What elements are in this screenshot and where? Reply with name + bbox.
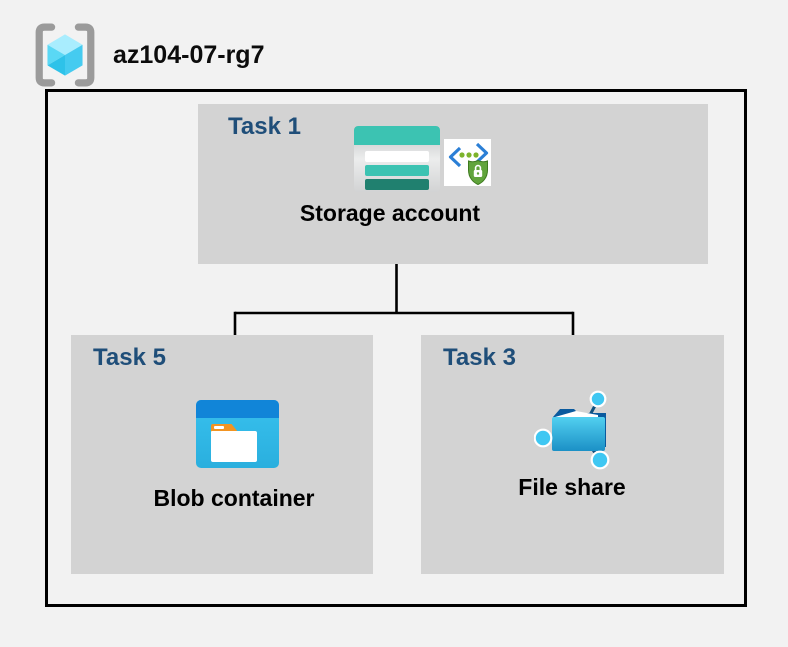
blob-folder-tab [211, 424, 238, 432]
resource-group-boundary: Task 1 Task 5 Task 3 [45, 89, 747, 607]
file-share-icon [534, 389, 616, 471]
resource-group-icon [34, 22, 96, 88]
storage-account-label: Storage account [299, 200, 481, 226]
file-share-label: File share [518, 474, 626, 500]
storage-icon-dark-bar [365, 179, 429, 190]
task5-label: Task 5 [93, 344, 166, 371]
task3-label: Task 3 [443, 344, 516, 371]
resource-group-header: az104-07-rg7 [34, 22, 264, 88]
blob-folder-icon [211, 431, 257, 462]
storage-icon-white-bar [365, 151, 429, 162]
storage-icon-top-bar [354, 126, 440, 145]
resource-group-title: az104-07-rg7 [113, 40, 265, 69]
blob-container-icon [196, 400, 279, 468]
secure-api-lock-badge-icon [444, 139, 491, 186]
blob-icon-title-bar [196, 400, 279, 418]
blob-container-label: Blob container [153, 485, 315, 511]
storage-icon-teal-bar [365, 165, 429, 176]
task3-box: Task 3 [421, 335, 724, 574]
task1-label: Task 1 [228, 113, 301, 140]
storage-account-icon [354, 126, 440, 192]
